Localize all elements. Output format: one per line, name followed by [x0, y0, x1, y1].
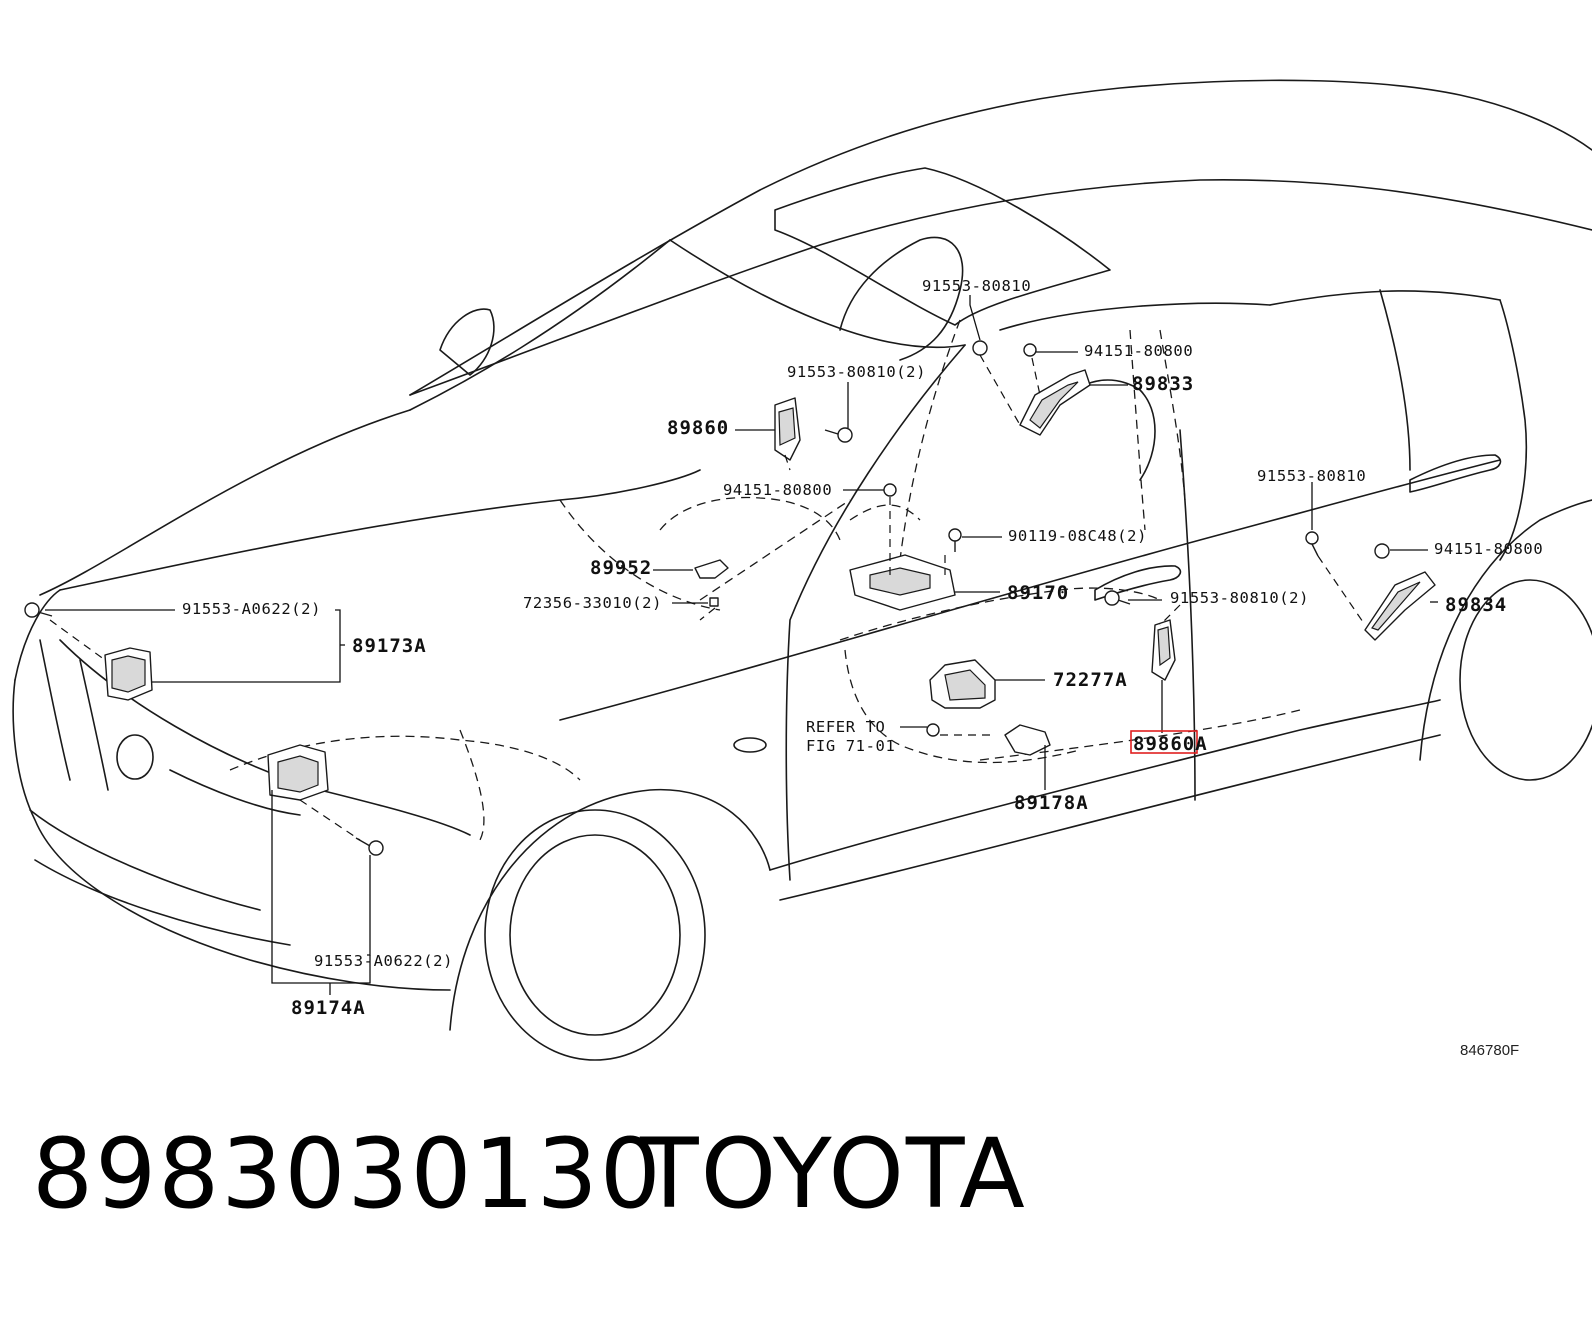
- label-94151-80800-top: 94151-80800: [1084, 342, 1193, 360]
- part-labels: 91553-80810 94151-80800 89833 91553-8081…: [182, 277, 1543, 1059]
- nut-icon: [1374, 543, 1390, 559]
- label-94151-80800-right: 94151-80800: [1434, 540, 1543, 558]
- label-89174a: 89174A: [291, 997, 366, 1019]
- label-91553-80810-2-left: 91553-80810(2): [787, 363, 926, 381]
- label-91553-80810-top: 91553-80810: [922, 277, 1031, 295]
- bolt-icon: [926, 723, 940, 737]
- sensor-89834-icon: [1364, 571, 1436, 641]
- sensor-89833-icon: [1019, 369, 1091, 436]
- bolt-icon: [1305, 531, 1319, 557]
- bolt-icon: [1104, 590, 1131, 606]
- bolt-icon: [355, 837, 384, 856]
- label-89860a: 89860A: [1133, 733, 1208, 755]
- label-90119-08c48: 90119-08C48(2): [1008, 527, 1147, 545]
- sensor-89952-icon: [694, 559, 729, 579]
- parts-diagram: 91553-80810 94151-80800 89833 91553-8081…: [12, 79, 1592, 1061]
- sensor-89860-icon: [774, 397, 801, 461]
- part-number: 8983030130: [32, 1118, 663, 1230]
- label-89952: 89952: [590, 557, 652, 579]
- label-89178a: 89178A: [1014, 792, 1089, 814]
- label-91553-a0622-bottom: 91553-A0622(2): [314, 952, 453, 970]
- nut-icon: [883, 483, 897, 497]
- bolt-icon: [948, 528, 962, 552]
- label-89860: 89860: [667, 417, 729, 439]
- label-72356-33010: 72356-33010(2): [523, 594, 662, 612]
- car-outline: [12, 79, 1592, 1061]
- label-89834: 89834: [1445, 594, 1507, 616]
- label-91553-a0622-top: 91553-A0622(2): [182, 600, 321, 618]
- sensor-89174a-icon: [267, 744, 329, 801]
- sensor-89178a-icon: [1004, 724, 1051, 756]
- brand-name: TOYOTA: [640, 1118, 1027, 1230]
- interior-dashed-lines: [229, 319, 1301, 841]
- label-refer-to: REFER TO: [806, 718, 885, 736]
- figure-code: 846780F: [1460, 1042, 1519, 1059]
- label-89173a: 89173A: [352, 635, 427, 657]
- highlight-box: [1130, 730, 1198, 754]
- label-91553-80810-right: 91553-80810: [1257, 467, 1366, 485]
- airbag-ecu-89170-icon: [849, 554, 956, 611]
- footer: 8983030130 TOYOTA: [0, 1118, 1592, 1318]
- bracket-72277a-icon: [929, 659, 996, 709]
- bolt-icon: [24, 602, 53, 618]
- label-89833: 89833: [1132, 373, 1194, 395]
- nut-icon: [1023, 343, 1037, 357]
- sensor-89860a-icon: [1151, 619, 1176, 681]
- sensor-89173a-icon: [104, 647, 153, 701]
- label-72277a: 72277A: [1053, 669, 1128, 691]
- label-89170: 89170: [1007, 582, 1069, 604]
- bolt-icon: [972, 340, 988, 356]
- bolt-icon: [824, 427, 853, 443]
- clip-icon: [709, 597, 719, 607]
- leader-lines: [45, 295, 1438, 995]
- label-fig-71-01: FIG 71-01: [806, 737, 895, 755]
- label-91553-80810-2-right: 91553-80810(2): [1170, 589, 1309, 607]
- label-94151-80800-mid: 94151-80800: [723, 481, 832, 499]
